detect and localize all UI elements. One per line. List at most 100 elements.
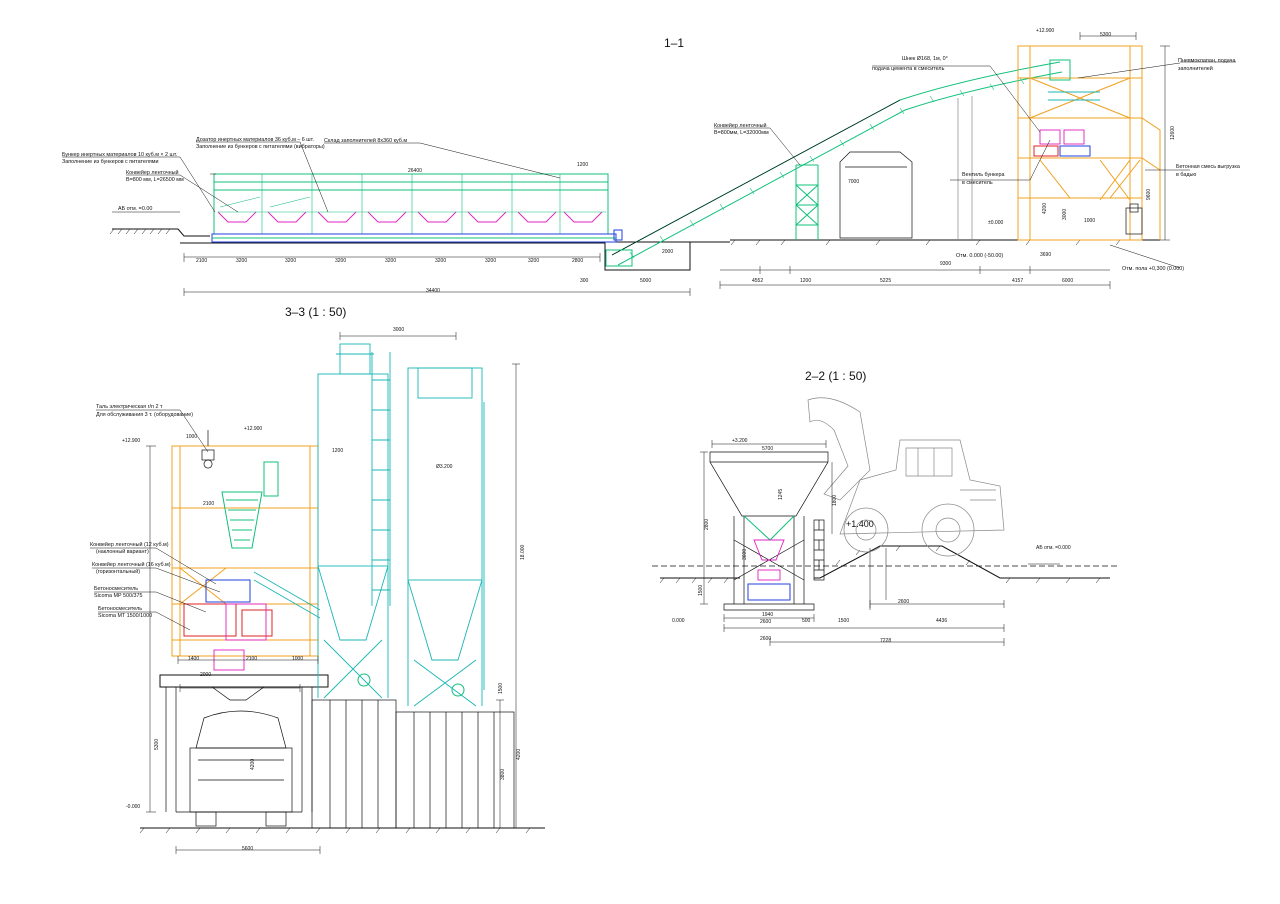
svg-text:5700: 5700 — [762, 446, 773, 452]
svg-text:5300: 5300 — [1100, 32, 1111, 38]
svg-text:2800: 2800 — [572, 258, 583, 264]
section-2-2-drawing: +3.200 +1.400 АБ отм. =0.000 5700 1245 2… — [652, 397, 1120, 646]
s22-elev-top: +3.200 — [732, 438, 748, 444]
s33-label-conv1: Конвейер ленточный (12 куб.м) — [90, 541, 169, 548]
svg-text:1800: 1800 — [832, 495, 838, 506]
svg-text:2100: 2100 — [196, 258, 207, 264]
s11-label-warehouse: Склад заполнителей 8х360 куб.м — [324, 137, 407, 144]
svg-text:±0.000: ±0.000 — [988, 220, 1003, 226]
svg-text:3200: 3200 — [285, 258, 296, 264]
svg-text:+12.900: +12.900 — [1036, 28, 1054, 34]
svg-text:9600: 9600 — [1146, 189, 1152, 200]
svg-text:4200: 4200 — [250, 759, 256, 770]
svg-text:4552: 4552 — [752, 278, 763, 284]
svg-text:1200: 1200 — [332, 448, 343, 454]
svg-text:5000: 5000 — [640, 278, 651, 284]
section-1-1-title: 1–1 — [664, 36, 684, 50]
svg-text:4436: 4436 — [936, 618, 947, 624]
svg-text:2000: 2000 — [662, 249, 673, 255]
svg-text:1000: 1000 — [292, 656, 303, 662]
svg-text:2600: 2600 — [898, 599, 909, 605]
s11-label-bunker-inert-2: Заполнение из бункеров с питателями — [62, 159, 158, 165]
svg-text:1940: 1940 — [762, 612, 773, 618]
svg-text:1000: 1000 — [1084, 218, 1095, 224]
s11-label-unload-2: в бадью — [1176, 172, 1196, 178]
s11-label-incline-conveyor-2: В=800мм, L=32000мм — [714, 130, 769, 136]
svg-text:1245: 1245 — [778, 489, 784, 500]
section-2-2-title: 2–2 (1 : 50) — [805, 369, 866, 383]
s33-label-conv2: Конвейер ленточный (16 куб.м) — [92, 561, 171, 568]
s11-label-level-2: Отм. 0.000 (-50.00) — [956, 253, 1003, 259]
svg-text:4200: 4200 — [516, 749, 522, 760]
section-3-3-title: 3–3 (1 : 50) — [285, 305, 346, 319]
s11-label-level: Отм. пола +0,300 (0.000) — [1122, 266, 1184, 272]
s33-label-mixer1-2: Sicoma MP 500/375 — [94, 593, 142, 599]
s11-label-screw: Шнек Ø168, 1м, 0° — [902, 56, 948, 62]
s33-label-conv2-2: (горизонтальный) — [96, 568, 140, 575]
svg-text:2600: 2600 — [760, 636, 771, 642]
s33-label-mixer1: Бетоносмеситель — [94, 586, 138, 592]
s11-label-valve-2: в смеситель — [962, 180, 993, 186]
svg-text:3200: 3200 — [435, 258, 446, 264]
svg-text:500: 500 — [802, 618, 811, 624]
svg-text:5225: 5225 — [880, 278, 891, 284]
svg-text:2100: 2100 — [246, 656, 257, 662]
svg-text:1200: 1200 — [800, 278, 811, 284]
svg-text:2800: 2800 — [704, 519, 710, 530]
svg-text:3600: 3600 — [742, 549, 748, 560]
svg-text:3200: 3200 — [335, 258, 346, 264]
s11-label-conveyor-2: В=800 мм, L=26500 мм — [126, 177, 184, 183]
svg-text:2000: 2000 — [200, 672, 211, 678]
s33-elev-left: +12.900 — [122, 438, 140, 444]
svg-text:7000: 7000 — [848, 179, 859, 185]
s11-label-dosing: Дозатор инертных материалов 36 куб.м – 6… — [196, 137, 314, 143]
s11-label-pneumo: Пневмоклапан, подача — [1178, 58, 1235, 64]
svg-text:1500: 1500 — [838, 618, 849, 624]
svg-text:3000: 3000 — [1062, 209, 1068, 220]
svg-text:3000: 3000 — [393, 327, 404, 333]
svg-text:12600: 12600 — [1170, 126, 1176, 140]
svg-text:1500: 1500 — [698, 585, 704, 596]
svg-text:5300: 5300 — [154, 739, 160, 750]
svg-text:-0.000: -0.000 — [126, 804, 140, 810]
s33-label-mixer2-2: Sicoma MT 1500/1000 — [98, 613, 152, 619]
svg-text:3200: 3200 — [236, 258, 247, 264]
svg-text:4200: 4200 — [1042, 203, 1048, 214]
svg-text:1400: 1400 — [188, 656, 199, 662]
svg-text:3200: 3200 — [385, 258, 396, 264]
svg-text:1000: 1000 — [186, 434, 197, 440]
svg-text:Ø3.200: Ø3.200 — [436, 464, 453, 470]
svg-text:3690: 3690 — [1040, 252, 1051, 258]
section-3-3-drawing: +12.900 +12.900 1000 2100 3000 1200 Ø3.2… — [90, 327, 545, 854]
svg-text:34400: 34400 — [426, 288, 440, 294]
svg-text:7228: 7228 — [880, 638, 891, 644]
svg-text:3800: 3800 — [500, 769, 506, 780]
s33-elev-top: +12.900 — [244, 426, 262, 432]
s11-label-bunker-inert: Бункер инертных материалов 10 куб.м × 2 … — [62, 152, 177, 158]
section-1-1-drawing: 2100 3200 3200 3200 3200 3200 3200 3200 … — [62, 28, 1240, 296]
svg-text:26400: 26400 — [408, 168, 422, 174]
s11-label-pneumo-2: заполнителей — [1178, 65, 1213, 72]
svg-text:9300: 9300 — [940, 261, 951, 267]
svg-text:3200: 3200 — [485, 258, 496, 264]
svg-text:3200: 3200 — [528, 258, 539, 264]
s33-label-mixer2: Бетоносмеситель — [98, 606, 142, 612]
svg-text:5600: 5600 — [242, 846, 253, 852]
svg-text:2600: 2600 — [760, 619, 771, 625]
s33-label-conv1-2: (наклонный вариант) — [96, 548, 149, 555]
s11-label-ab: АБ отм. =0.00 — [118, 206, 152, 212]
s11-label-conveyor: Конвейер ленточный — [126, 169, 179, 176]
s22-ab-level: АБ отм. =0.000 — [1036, 545, 1071, 551]
s11-label-incline-conveyor: Конвейер ленточный — [714, 122, 767, 129]
svg-text:1200: 1200 — [577, 162, 588, 168]
svg-text:1500: 1500 — [498, 683, 504, 694]
s11-label-valve: Вентиль бункера — [962, 172, 1005, 178]
svg-text:4157: 4157 — [1012, 278, 1023, 284]
s33-label-hoist: Таль электрическая г/п 2 т — [96, 404, 163, 410]
svg-text:2100: 2100 — [203, 501, 214, 507]
svg-text:0.000: 0.000 — [672, 618, 685, 624]
s11-label-screw-2: подача цемента в смеситель — [872, 66, 945, 72]
svg-text:300: 300 — [580, 278, 589, 284]
s11-label-dosing-2: Заполнение из бункеров с питателями (виб… — [196, 144, 325, 150]
